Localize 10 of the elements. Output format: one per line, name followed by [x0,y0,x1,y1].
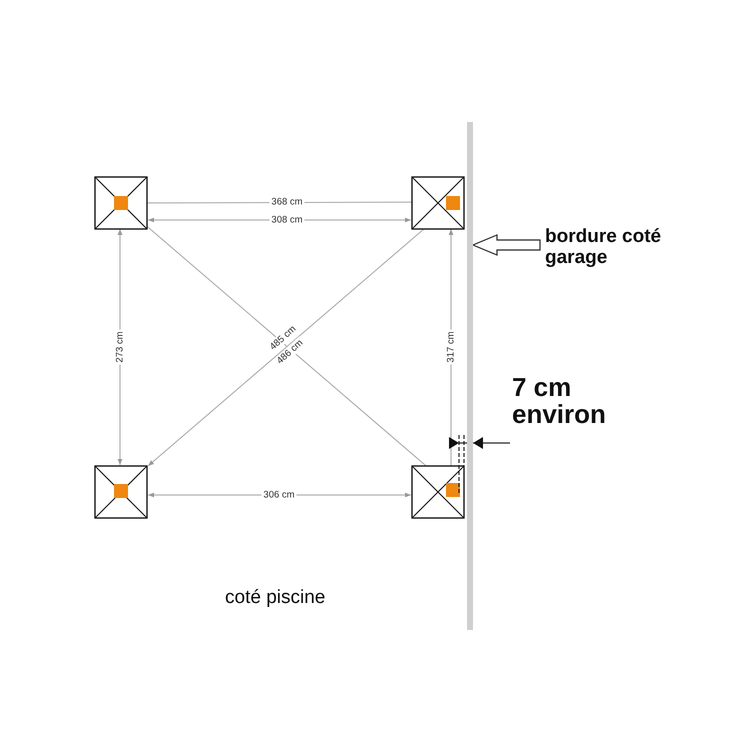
dimension-label: 273 cm [114,329,126,365]
side-label: coté piscine [225,588,326,608]
dimension-label: 317 cm [446,329,456,365]
note-text: bordure coté garage [545,226,670,268]
dimension-label: 306 cm [261,490,297,500]
block-arrow [471,234,541,256]
wall-edge [467,122,473,630]
dimension-label: 368 cm [269,196,305,208]
dimension-note: 7 cm environ [512,374,607,429]
dimension-label: 308 cm [269,214,305,226]
